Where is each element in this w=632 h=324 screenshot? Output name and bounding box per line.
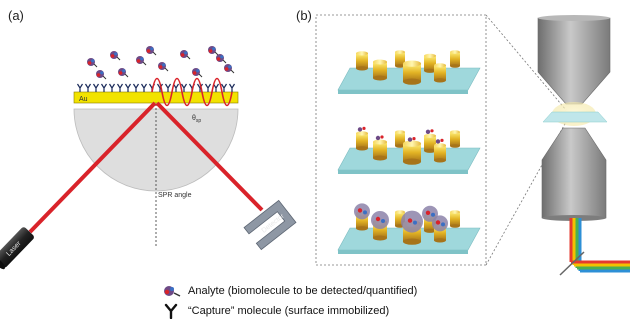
bound-analyte bbox=[435, 138, 444, 144]
capture-molecule-icon bbox=[164, 303, 178, 319]
lower-objective bbox=[541, 127, 607, 221]
plasmon-wave bbox=[151, 77, 233, 107]
substrate-tile-1 bbox=[337, 50, 481, 94]
upper-objective bbox=[537, 15, 611, 105]
bound-analyte bbox=[357, 126, 366, 132]
capture-molecule bbox=[156, 83, 164, 92]
legend-analyte: Analyte (biomolecule to be detected/quan… bbox=[160, 282, 630, 300]
au-label: Au bbox=[79, 96, 88, 103]
legend-capture-text: “Capture” molecule (surface immobilized) bbox=[188, 305, 390, 317]
capture-molecules bbox=[76, 83, 236, 92]
capture-molecule bbox=[204, 83, 212, 92]
analyte-molecule bbox=[180, 50, 191, 60]
analyte-molecule bbox=[158, 62, 169, 72]
analyte-molecule bbox=[87, 58, 98, 68]
bound-analyte-cluster bbox=[422, 205, 438, 222]
capture-molecule bbox=[108, 83, 116, 92]
legend-capture: “Capture” molecule (surface immobilized) bbox=[160, 302, 630, 320]
incident-beam bbox=[28, 101, 157, 234]
capture-molecule bbox=[132, 83, 140, 92]
gold-film bbox=[73, 91, 239, 104]
sensor-panel-frame bbox=[315, 14, 487, 266]
reflected-beam bbox=[155, 101, 264, 212]
capture-molecule bbox=[220, 83, 228, 92]
capture-molecule bbox=[164, 83, 172, 92]
zoom-line-top bbox=[485, 14, 567, 111]
spectrum-beams bbox=[559, 218, 630, 276]
capture-molecule bbox=[212, 83, 220, 92]
bound-analyte bbox=[375, 135, 384, 141]
capture-molecule bbox=[228, 83, 236, 92]
panel-a-label: (a) bbox=[8, 8, 24, 23]
capture-molecule bbox=[116, 83, 124, 92]
capture-molecule bbox=[196, 83, 204, 92]
spr-angle-label: SPR angle bbox=[158, 192, 192, 199]
capture-molecule bbox=[84, 83, 92, 92]
analyte-molecule bbox=[192, 68, 203, 78]
bound-analyte bbox=[407, 137, 416, 142]
capture-molecule bbox=[124, 83, 132, 92]
analyte-molecule bbox=[118, 68, 129, 78]
bound-analyte-cluster bbox=[401, 210, 423, 233]
capture-molecule bbox=[180, 83, 188, 92]
sample-slide bbox=[542, 111, 608, 123]
analyte-molecule-icon bbox=[164, 286, 181, 297]
substrate-tile-2 bbox=[337, 126, 481, 174]
analyte-molecule bbox=[110, 51, 121, 61]
analyte-molecule bbox=[96, 70, 107, 80]
capture-molecule bbox=[140, 83, 148, 92]
detector-icon: Detector bbox=[243, 199, 297, 251]
analyte-molecules bbox=[87, 46, 235, 80]
analyte-molecule bbox=[136, 56, 147, 66]
bound-analyte-cluster bbox=[354, 203, 370, 220]
theta-sp-label: θsp bbox=[192, 115, 201, 124]
analyte-molecule bbox=[224, 64, 235, 74]
capture-molecule bbox=[100, 83, 108, 92]
capture-molecule bbox=[76, 83, 84, 92]
legend-analyte-text: Analyte (biomolecule to be detected/quan… bbox=[188, 285, 418, 297]
bound-analyte bbox=[425, 129, 434, 134]
laser-device-icon: Laser bbox=[0, 227, 34, 270]
bound-analyte-cluster bbox=[432, 215, 448, 232]
analyte-molecule bbox=[216, 54, 227, 64]
bound-analyte-cluster bbox=[371, 211, 389, 229]
panel-b-label: (b) bbox=[296, 8, 312, 23]
capture-molecule bbox=[92, 83, 100, 92]
analyte-molecule bbox=[208, 46, 219, 56]
capture-molecule bbox=[172, 83, 180, 92]
analyte-molecule bbox=[146, 46, 157, 56]
mirror bbox=[559, 251, 585, 276]
substrate-tile-3 bbox=[337, 203, 481, 254]
